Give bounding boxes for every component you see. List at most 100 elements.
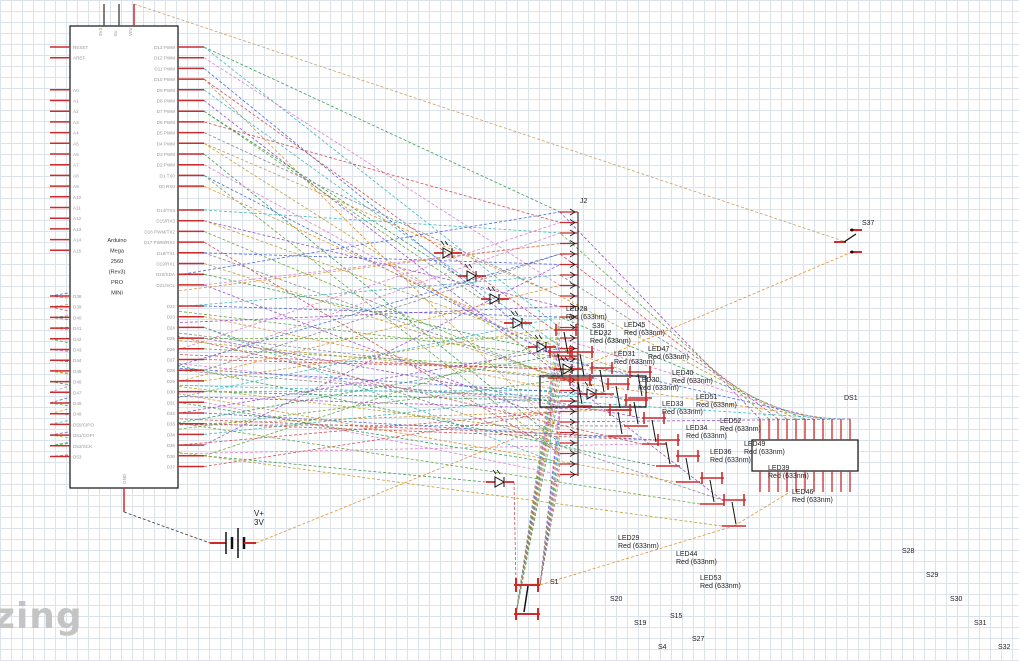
led-diode[interactable] xyxy=(554,356,582,375)
arduino-pin-label: A12 xyxy=(73,216,82,221)
arduino-pin-label: D36 xyxy=(167,454,176,459)
display-ds1[interactable]: DS1 xyxy=(751,395,859,492)
led-value-label: Red (633nm) xyxy=(638,385,679,392)
led-value-label: Red (633nm) xyxy=(720,426,761,433)
battery-3v[interactable]: V+ 3V xyxy=(210,509,264,558)
arduino-pin-label: A1 xyxy=(73,99,79,104)
connector-j2-pin-mark xyxy=(569,219,576,226)
wire xyxy=(559,211,761,420)
pushbutton-switch[interactable] xyxy=(608,404,632,437)
arduino-pin-label: D32 xyxy=(167,411,176,416)
connector-j2-pin-mark xyxy=(569,387,576,394)
wire xyxy=(559,400,842,420)
led-value-label: Red (633nm) xyxy=(624,330,665,337)
led-diode[interactable] xyxy=(458,263,486,282)
arduino-pin-label: D19/RX1 xyxy=(156,262,175,267)
wire xyxy=(203,89,591,369)
arduino-pin-label: A13 xyxy=(73,227,82,232)
pushbutton-switch[interactable] xyxy=(628,366,652,399)
pushbutton-switch[interactable] xyxy=(548,346,572,379)
led-name-label: LED46 xyxy=(792,489,814,496)
wire xyxy=(49,295,555,357)
led-diode[interactable] xyxy=(486,469,514,488)
wire xyxy=(49,338,657,467)
arduino-name-line: Arduino xyxy=(107,238,126,244)
switch-label: S31 xyxy=(974,620,987,627)
switch-s1[interactable]: S1 xyxy=(514,578,559,620)
wire xyxy=(203,412,657,441)
led-name-label: LED33 xyxy=(662,401,684,408)
connector-j2-label: J2 xyxy=(580,198,588,205)
pushbutton-switch[interactable] xyxy=(656,434,680,467)
wire xyxy=(203,121,561,223)
wire xyxy=(49,222,561,393)
wire xyxy=(203,401,561,475)
arduino-mega-board[interactable]: RESETAREFA0A1A2A3A4A5A6A7A8A9A10A11A12A1… xyxy=(50,4,204,512)
led-name-label: LED28 xyxy=(566,306,588,313)
led-name-label: LED29 xyxy=(618,535,640,542)
arduino-pin-label: D22 xyxy=(167,304,176,309)
led-diode[interactable] xyxy=(528,334,556,353)
wire xyxy=(203,110,482,300)
arduino-pin-label: GND xyxy=(122,473,127,484)
pushbutton-switch[interactable] xyxy=(642,412,666,445)
led-name-label: LED52 xyxy=(720,418,742,425)
wire xyxy=(203,132,561,297)
display-ds1-label: DS1 xyxy=(844,395,858,402)
pushbutton-switch[interactable] xyxy=(700,472,724,505)
wire xyxy=(203,348,629,373)
wire xyxy=(559,232,770,420)
connector-j2[interactable]: J2 xyxy=(560,198,588,478)
arduino-pin-label: D2 PWM xyxy=(157,163,176,168)
arduino-pin-label: D35 xyxy=(167,443,176,448)
led-diode[interactable] xyxy=(434,240,462,259)
switch-s36-outline[interactable] xyxy=(539,375,647,408)
switch-s37-label: S37 xyxy=(862,220,875,227)
wire xyxy=(203,100,723,501)
pushbutton-switch[interactable] xyxy=(568,374,592,407)
arduino-pin-label: AREF xyxy=(73,56,85,61)
connector-j2-pin-mark xyxy=(569,429,576,436)
wire xyxy=(203,263,569,381)
led-name-label: LED51 xyxy=(696,394,718,401)
led-diode[interactable] xyxy=(481,286,509,305)
wire xyxy=(49,443,643,457)
arduino-pin-label: D53 xyxy=(73,455,82,460)
arduino-pin-label: D10 PWM xyxy=(154,77,175,82)
wire xyxy=(203,78,561,433)
led-name-label: LED49 xyxy=(744,441,766,448)
wire xyxy=(203,253,561,371)
led-value-label: Red (633nm) xyxy=(696,402,737,409)
pushbutton-switch[interactable] xyxy=(590,362,614,395)
led-diode[interactable] xyxy=(504,310,532,329)
wire xyxy=(49,434,723,527)
wire xyxy=(559,295,797,420)
connector-j2-pin-mark xyxy=(569,208,576,216)
wire xyxy=(539,474,561,586)
arduino-pin-label: D44 xyxy=(73,358,82,363)
arduino-pin-label: D38 xyxy=(73,294,82,299)
wire xyxy=(203,142,561,370)
connector-j2-pin-mark xyxy=(569,229,576,237)
wire xyxy=(203,305,561,318)
led-value-label: Red (633nm) xyxy=(686,433,727,440)
led-name-label: LED31 xyxy=(614,351,636,358)
pushbutton-switch[interactable] xyxy=(722,494,746,527)
led-value-label: Red (633nm) xyxy=(618,543,659,550)
switch-s37[interactable]: S37 xyxy=(834,220,875,254)
arduino-pin-label: A14 xyxy=(73,238,82,243)
arduino-pin-label: A8 xyxy=(73,173,79,178)
arduino-pin-label: D47 xyxy=(73,390,82,395)
wire xyxy=(203,337,643,419)
pushbutton-switch[interactable] xyxy=(624,394,648,427)
connector-j2-pin-mark xyxy=(569,303,576,310)
connector-j2-pin-mark xyxy=(569,471,576,478)
arduino-name-line: MINI xyxy=(111,291,123,297)
wire xyxy=(203,327,561,465)
pushbutton-switch[interactable] xyxy=(676,450,700,483)
led-value-label: Red (633nm) xyxy=(672,378,713,385)
